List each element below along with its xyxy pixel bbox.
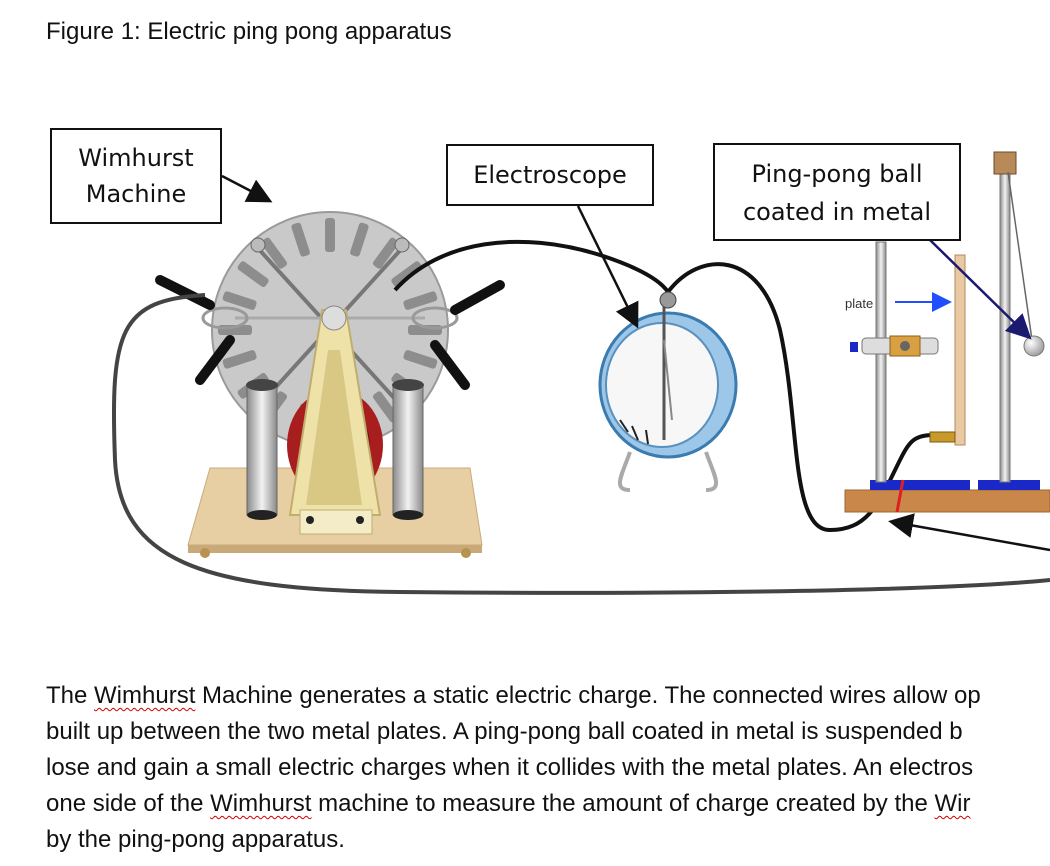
wire-return [111,293,1050,595]
text-segment: one side of the [46,790,211,817]
label-pingpong-line2: coated in metal [742,198,932,226]
text-segment: machine to measure the amount of charge … [311,790,935,817]
wire-electroscope [393,239,670,294]
text-segment: The [46,682,95,709]
figure-caption: Figure 1: Electric ping pong apparatus [46,18,452,45]
label-wimhurst-line2: Machine [85,180,187,208]
electroscope-device [598,291,738,492]
label-pingpong-ball: Ping-pong ball coated in metal [713,143,961,241]
wimhurst-machine [155,211,505,558]
label-pingpong-line1: Ping-pong ball [751,160,923,188]
description-paragraph: The Wimhurst Machine generates a static … [46,678,1050,858]
wire-to-plate [666,262,936,533]
paragraph-line-5: by the ping-pong apparatus. [46,826,345,853]
plate-label: plate [845,296,873,311]
text-segment: Machine generates a static electric char… [195,682,981,709]
paragraph-line-2: built up between the two metal plates. A… [46,718,963,745]
label-electroscope-text: Electroscope [473,161,627,189]
label-electroscope: Electroscope [446,144,654,206]
paragraph-line-3: lose and gain a small electric charges w… [46,754,974,781]
spellcheck-word: Wimhurst [210,790,312,817]
paragraph-line-1: The Wimhurst Machine generates a static … [46,678,1050,714]
paragraph-line-4: one side of the Wimhurst machine to meas… [46,786,1050,822]
spellcheck-word: Wir [934,790,971,817]
label-wimhurst-machine: Wimhurst Machine [50,128,222,224]
label-wimhurst-line1: Wimhurst [78,144,194,172]
apparatus-illustration: plate [111,151,1050,595]
spellcheck-word: Wimhurst [94,682,196,709]
